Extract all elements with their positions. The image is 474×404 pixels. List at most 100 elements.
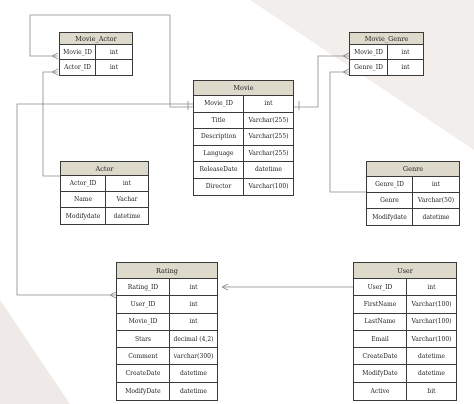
entity-attribute-row: ModifyDate datetime — [354, 365, 456, 383]
attribute-type: int — [189, 300, 198, 308]
entity-attribute-row: Director Varchar(100) — [194, 178, 293, 195]
entity-attribute-row: ModifyDate datetime — [117, 382, 217, 401]
attribute-name: Movie_ID — [194, 96, 244, 112]
connector-movie-to-movie-actor — [29, 14, 193, 108]
entity-title: Movie_Actor — [60, 33, 132, 45]
attribute-type: int — [189, 318, 198, 326]
attribute-name: Genre_ID — [350, 60, 388, 75]
attribute-type: bit — [427, 387, 436, 395]
connector-actor-to-movie-actor — [42, 71, 60, 177]
attribute-name: Genre_ID — [367, 177, 413, 192]
attribute-type: Varchar(100) — [248, 183, 289, 191]
attribute-name: Title — [194, 112, 244, 128]
entity-attribute-row: FirstName Varchar(100) — [354, 296, 456, 314]
attribute-type: Varchar(100) — [411, 318, 452, 326]
attribute-type: datetime — [180, 387, 207, 395]
attribute-type: datetime — [422, 213, 450, 221]
attribute-name: Email — [354, 330, 407, 348]
attribute-type: Varchar(100) — [411, 335, 452, 343]
crows-foot-movie-actor-actor — [51, 68, 59, 76]
entity-attribute-row: User_ID int — [354, 279, 456, 297]
entity-attribute-row: Genre Varchar(50) — [367, 193, 459, 209]
attribute-name: ModifyDate — [117, 382, 170, 401]
crows-foot-movie-genre-movie — [342, 52, 350, 60]
attribute-name: Movie_ID — [350, 45, 388, 59]
attribute-name: Comment — [117, 348, 170, 365]
connector-movie-to-movie-genre — [294, 55, 349, 108]
attribute-type: datetime — [255, 166, 282, 174]
attribute-name: Director — [194, 178, 244, 195]
crows-foot-markers — [51, 52, 350, 299]
entity-attribute-row: Modifydate datetime — [367, 209, 459, 225]
attribute-type: int — [109, 48, 119, 56]
attribute-type: decimal (4,2) — [173, 335, 214, 343]
attribute-type: varchar(300) — [173, 352, 214, 360]
attribute-type: Varchar(100) — [411, 300, 452, 308]
entity-attribute-row: Description Varchar(255) — [194, 129, 293, 146]
entity-title: Movie_Genre — [350, 33, 423, 45]
entity-attribute-row: Email Varchar(100) — [354, 330, 456, 349]
attribute-type: datetime — [113, 212, 141, 220]
entity-attribute-row: Name Vachar — [61, 192, 148, 208]
attribute-name: FirstName — [354, 296, 407, 313]
entity-attribute-row: Movie_ID int — [60, 45, 132, 60]
attribute-name: Modifydate — [61, 208, 106, 224]
attribute-type: int — [401, 64, 410, 71]
attribute-type: Varchar(255) — [248, 149, 289, 157]
attribute-name: Movie_ID — [60, 45, 96, 59]
attribute-type: int — [401, 48, 410, 56]
attribute-name: Actor_ID — [60, 60, 96, 75]
attribute-name: Stars — [117, 330, 170, 348]
attribute-type: Vachar — [116, 196, 138, 203]
attribute-type: int — [109, 64, 119, 71]
connector-genre-to-movie-genre — [329, 71, 366, 193]
entity-attribute-row: Movie_ID int — [194, 96, 293, 113]
entity-attribute-row: Active bit — [354, 382, 456, 401]
attribute-name: Active — [354, 382, 407, 401]
attribute-name: Rating_ID — [117, 279, 170, 296]
attribute-name: Description — [194, 129, 244, 145]
attribute-name: CreateDate — [117, 365, 170, 382]
entity-attribute-row: Movie_ID int — [350, 45, 423, 60]
entity-attribute-row: Modifydate datetime — [61, 208, 148, 224]
attribute-name: Name — [61, 192, 106, 207]
attribute-name: ModifyDate — [354, 365, 407, 382]
attribute-name: Actor_ID — [61, 176, 106, 191]
attribute-type: int — [427, 283, 436, 291]
attribute-type: Varchar(255) — [248, 133, 289, 141]
entity-title: Rating — [117, 263, 217, 279]
entity-title: User — [354, 263, 456, 279]
entity-title: Movie — [194, 81, 293, 96]
entity-title: Actor — [61, 162, 148, 176]
attribute-type: datetime — [418, 352, 445, 360]
attribute-name: ReleaseDate — [194, 162, 244, 178]
attribute-name: LastName — [354, 313, 407, 330]
entity-attribute-row: Actor_ID int — [60, 60, 132, 75]
attribute-type: int — [264, 100, 273, 108]
crows-foot-rating-movie — [109, 291, 117, 299]
attribute-type: datetime — [418, 370, 445, 378]
attribute-type: int — [122, 180, 132, 187]
entity-attribute-row: Actor_ID int — [61, 176, 148, 192]
attribute-type: Varchar(50) — [417, 197, 455, 204]
attribute-name: User_ID — [354, 279, 407, 296]
attribute-name: Modifydate — [367, 209, 413, 225]
connector-rating-to-movie — [16, 103, 193, 296]
attribute-name: Genre — [367, 193, 413, 208]
